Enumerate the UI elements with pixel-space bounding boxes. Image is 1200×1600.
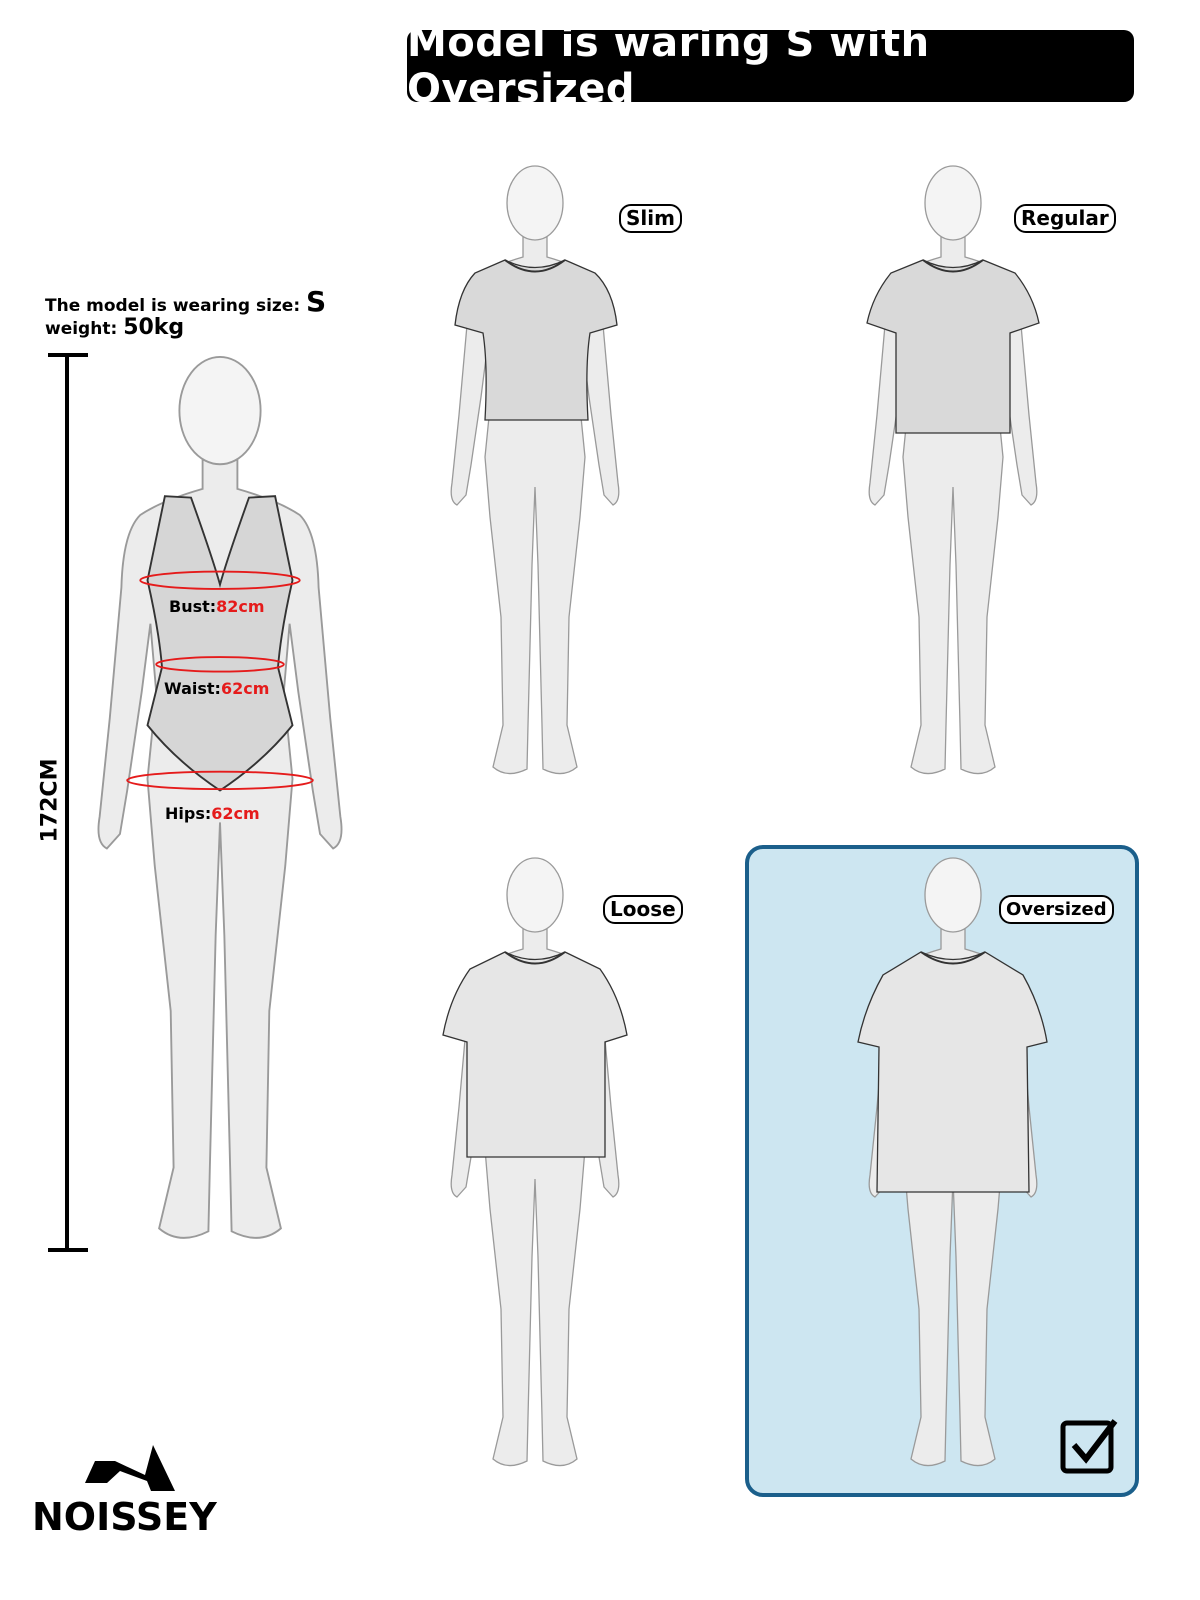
weight-value: 50kg [123,315,185,340]
regular-fit-figure[interactable] [853,165,1053,785]
fit-label-slim[interactable]: Slim [619,204,682,233]
fit-label-oversized[interactable]: Oversized [999,895,1114,924]
oversized-fit-figure[interactable] [853,857,1053,1477]
hips-line [126,770,314,790]
waist-measurement: Waist:62cm [164,679,270,698]
fit-label-loose[interactable]: Loose [603,895,683,924]
bust-line [139,570,301,590]
checkbox-checked-icon [1060,1419,1118,1474]
brand-logo-icon [85,1445,175,1491]
height-bar [48,353,88,1252]
page-title: Model is waring S with Oversized [407,20,1134,112]
model-figure [97,356,343,1239]
size-value: S [306,285,327,318]
bust-measurement: Bust:82cm [169,597,265,616]
brand-name: NOISSEY [32,1495,217,1539]
model-weight: weight: 50kg [45,315,184,340]
slim-fit-figure[interactable] [435,165,635,785]
fit-label-regular[interactable]: Regular [1014,204,1116,233]
waist-line [155,656,285,673]
model-size: The model is wearing size: S [45,285,326,318]
hips-measurement: Hips:62cm [165,804,260,823]
height-label: 172CM [37,758,63,843]
size-label: The model is wearing size: [45,296,301,316]
weight-label: weight: [45,319,118,339]
loose-fit-figure[interactable] [435,857,635,1477]
